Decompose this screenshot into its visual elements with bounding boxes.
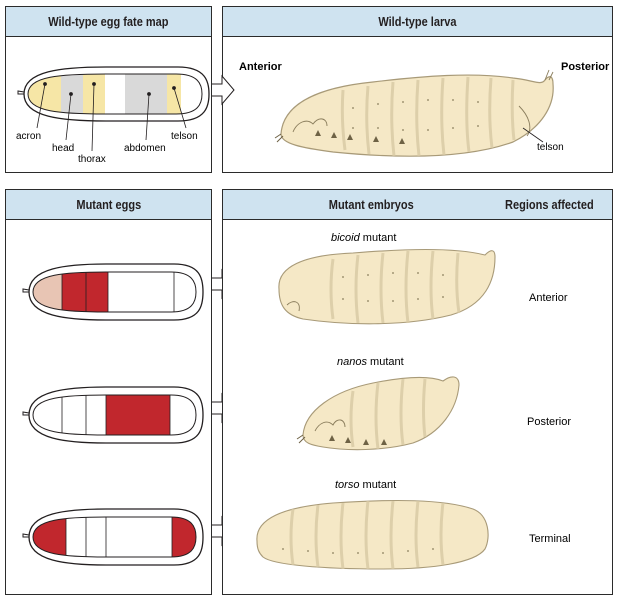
nanos-embryo bbox=[297, 377, 459, 450]
wt-larva-panel: Wild-type larva Anterior Posterior bbox=[222, 6, 613, 173]
wt-larva-svg: Anterior Posterior bbox=[223, 36, 612, 173]
torso-egg bbox=[23, 509, 203, 565]
torso-region: Terminal bbox=[529, 533, 571, 545]
wt-larva-body bbox=[275, 70, 553, 156]
mutant-embryos-svg: bicoid mutant Anterior nanos mutant bbox=[223, 219, 612, 595]
gap-region bbox=[105, 66, 125, 126]
wt-larva-header: Wild-type larva bbox=[223, 7, 612, 37]
abdomen-region bbox=[125, 66, 167, 126]
top-arrow-icon bbox=[212, 72, 242, 112]
telson-label: telson bbox=[171, 131, 198, 142]
mutant-eggs-title: Mutant eggs bbox=[76, 198, 141, 212]
nanos-egg bbox=[23, 387, 203, 443]
anterior-label: Anterior bbox=[239, 61, 283, 73]
posterior-label: Posterior bbox=[561, 61, 610, 73]
wt-fate-map-panel: Wild-type egg fate map acron head thorax bbox=[5, 6, 212, 173]
torso-embryo bbox=[257, 501, 488, 569]
mutant-embryos-panel: Mutant embryos Regions affected bicoid m… bbox=[222, 189, 613, 595]
abdomen-label: abdomen bbox=[124, 143, 166, 154]
wt-fate-map-title: Wild-type egg fate map bbox=[48, 15, 168, 29]
telson-region bbox=[167, 66, 181, 126]
micropyle-icon bbox=[18, 91, 24, 94]
thorax-label: thorax bbox=[78, 154, 106, 165]
wt-fate-map-svg: acron head thorax abdomen telson bbox=[6, 36, 211, 173]
wt-larva-title: Wild-type larva bbox=[378, 15, 456, 29]
mutant-eggs-header: Mutant eggs bbox=[6, 190, 211, 220]
regions-affected-title: Regions affected bbox=[505, 198, 594, 212]
mutant-eggs-panel: Mutant eggs bbox=[5, 189, 212, 595]
head-label: head bbox=[52, 143, 74, 154]
wt-fate-map-header: Wild-type egg fate map bbox=[6, 7, 211, 37]
bicoid-egg bbox=[23, 264, 203, 320]
torso-caption: torso mutant bbox=[335, 479, 396, 491]
bicoid-caption: bicoid mutant bbox=[331, 232, 396, 244]
mutant-embryos-title: Mutant embryos bbox=[329, 198, 414, 212]
nanos-caption: nanos mutant bbox=[337, 356, 404, 368]
mutant-embryos-header: Mutant embryos Regions affected bbox=[223, 190, 612, 220]
bicoid-embryo bbox=[279, 250, 495, 324]
wt-larva-telson-label: telson bbox=[537, 142, 564, 153]
acron-label: acron bbox=[16, 131, 41, 142]
nanos-region: Posterior bbox=[527, 416, 571, 428]
mutant-eggs-svg bbox=[6, 219, 211, 595]
bicoid-region: Anterior bbox=[529, 292, 568, 304]
